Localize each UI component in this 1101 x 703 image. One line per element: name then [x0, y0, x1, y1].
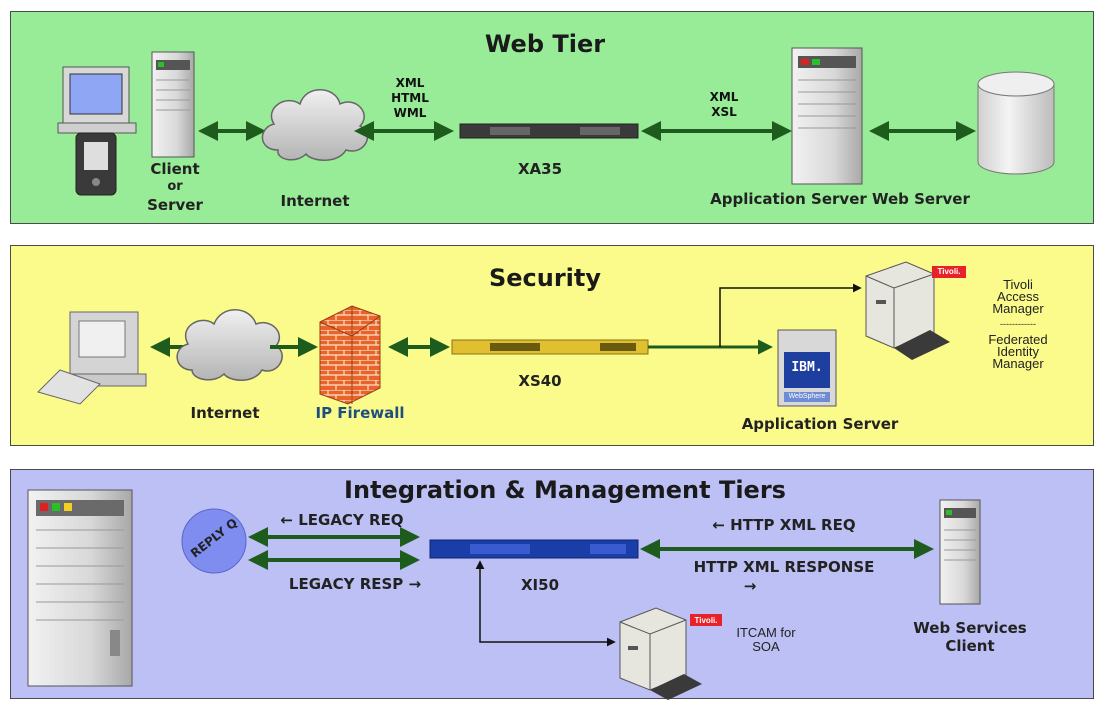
protocol-out-xsl: XSL	[711, 105, 737, 119]
http-resp-label: HTTP XML RESPONSE	[693, 558, 875, 576]
protocol-in-html: HTML	[391, 91, 429, 105]
integration-artwork	[11, 470, 1093, 700]
protocol-out-xml: XML	[709, 90, 739, 104]
itcam-tivoli-badge: Tivoli.	[694, 616, 718, 625]
legacy-resp-label: LEGACY RESP →	[288, 575, 422, 593]
xs40-appliance-icon	[451, 339, 649, 355]
internet-cloud-icon	[261, 89, 369, 161]
fim-line3: Manager	[992, 356, 1044, 371]
integration-title: Integration & Management Tiers	[344, 476, 786, 504]
tivoli-server-icon	[865, 261, 966, 360]
itcam-line1: ITCAM for	[736, 625, 796, 640]
application-server-tower-icon	[791, 47, 863, 185]
web-internet-label: Internet	[280, 192, 350, 210]
reply-queue-icon	[181, 508, 247, 574]
fim-line2: Identity	[997, 344, 1039, 359]
web-tier-title: Web Tier	[484, 30, 606, 58]
ws-client-label-line1: Web Services	[913, 619, 1027, 637]
desktop-computer-icon	[57, 66, 137, 134]
tam-line2: Access	[997, 289, 1039, 304]
tam-line3: Manager	[992, 301, 1044, 316]
security-internet-label: Internet	[190, 404, 260, 422]
http-resp-arrow: →	[743, 577, 757, 595]
legacy-req-label: ← LEGACY REQ	[280, 511, 404, 529]
client-label-line1: Client	[150, 160, 200, 178]
ibm-logo-text: IBM.	[791, 360, 823, 375]
ibm-application-server-icon	[777, 329, 837, 407]
fim-line1: Federated	[988, 332, 1048, 347]
security-internet-cloud-icon	[176, 309, 283, 381]
firewall-icon	[319, 305, 381, 405]
client-label-line2: or	[167, 179, 183, 194]
http-req-label: ← HTTP XML REQ	[712, 516, 856, 534]
xi50-label: XI50	[520, 576, 560, 594]
tam-fim-divider: ------------	[1000, 319, 1036, 329]
itcam-server-icon	[619, 607, 722, 700]
mainframe-tower-icon	[27, 489, 133, 687]
web-services-client-tower-icon	[939, 499, 981, 605]
xs40-label: XS40	[518, 372, 562, 390]
protocol-in-wml: WML	[393, 106, 427, 120]
firewall-label: IP Firewall	[315, 404, 405, 422]
itcam-line2: SOA	[752, 639, 780, 654]
xa35-appliance-icon	[459, 123, 639, 139]
app-server-label: Application Server	[741, 415, 899, 433]
client-label-line3: Server	[147, 196, 203, 214]
ws-client-label-line2: Client	[945, 637, 995, 655]
xi50-appliance-icon	[429, 539, 639, 559]
web-server-label: Application Server Web Server	[710, 190, 970, 208]
tam-line1: Tivoli	[1003, 277, 1033, 292]
pda-icon	[75, 132, 117, 196]
protocol-in-xml: XML	[395, 76, 425, 90]
database-cylinder-icon	[977, 71, 1055, 175]
security-tivoli-badge: Tivoli.	[937, 267, 961, 276]
websphere-text: WebSphere	[788, 393, 826, 400]
web-tier-artwork	[11, 12, 1093, 223]
xa35-label: XA35	[517, 160, 563, 178]
client-tower-icon	[151, 51, 195, 158]
client-computer-icon	[37, 311, 147, 405]
security-artwork	[11, 246, 1093, 445]
security-title: Security	[488, 264, 602, 292]
